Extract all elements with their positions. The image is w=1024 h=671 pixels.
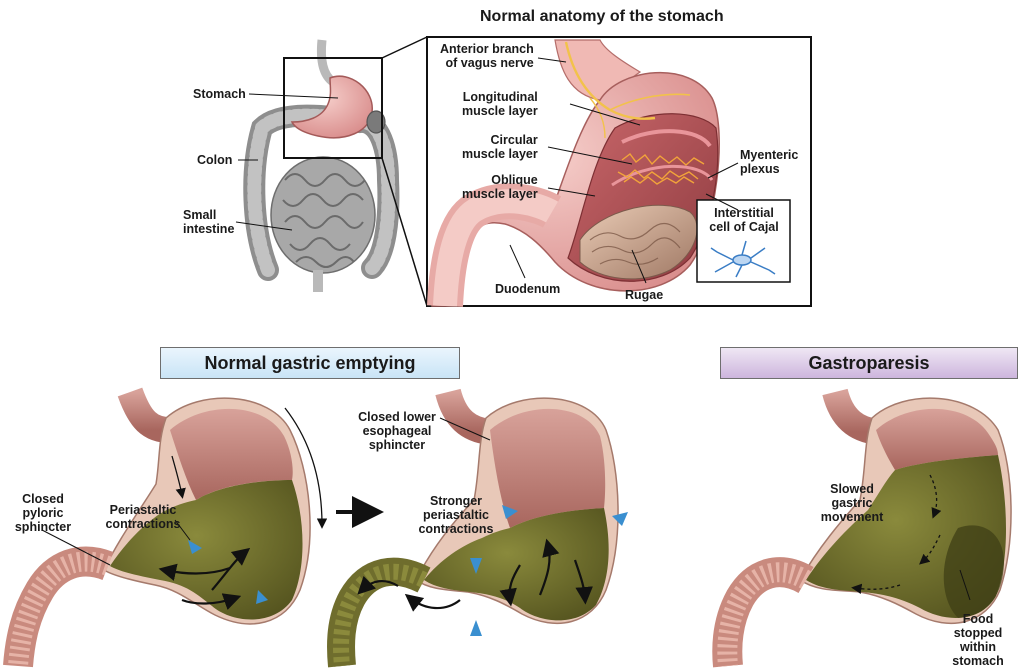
label-circular-muscle: Circular muscle layer <box>462 133 538 161</box>
label-cajal: Interstitial cell of Cajal <box>709 206 779 234</box>
gastroparesis-stomach <box>712 388 1012 668</box>
zoom-connector-top <box>381 36 428 59</box>
label-myenteric-plexus: Myenteric plexus <box>740 148 799 176</box>
detail-leaders <box>509 57 739 284</box>
zoom-connector-bottom <box>381 157 428 307</box>
cajal-inset <box>696 199 791 283</box>
normal-emptying-banner: Normal gastric emptying <box>160 347 460 379</box>
label-peristaltic: Periastaltic contractions <box>105 503 181 531</box>
normal-stomach-left <box>3 387 328 668</box>
bottom-leaders <box>41 417 971 601</box>
overview-gi-tract <box>243 39 400 292</box>
label-closed-pyloric: Closed pyloric sphincter <box>14 492 72 534</box>
label-stomach: Stomach <box>193 87 246 101</box>
label-slowed-movement: Slowed gastric movement <box>820 482 884 524</box>
label-duodenum: Duodenum <box>495 282 561 296</box>
overview-title: Normal anatomy of the stomach <box>480 8 724 25</box>
overview-leaders <box>235 93 339 231</box>
zoom-box <box>283 57 383 159</box>
detail-stomach <box>427 39 720 307</box>
label-longitudinal-muscle: Longitudinal muscle layer <box>462 90 538 118</box>
label-closed-les: Closed lower esophageal sphincter <box>358 410 436 452</box>
label-colon: Colon <box>197 153 233 167</box>
cajal-cell <box>710 240 776 278</box>
label-small-intestine: Small intestine <box>183 208 235 236</box>
label-stronger-peristaltic: Stronger periastaltic contractions <box>418 494 494 536</box>
label-vagus-nerve: Anterior branch of vagus nerve <box>440 42 534 70</box>
label-oblique-muscle: Oblique muscle layer <box>462 173 538 201</box>
blue-compression-arrows <box>188 505 628 636</box>
label-food-stopped: Food stopped within stomach <box>952 612 1004 668</box>
label-rugae: Rugae <box>625 288 664 302</box>
gastroparesis-banner: Gastroparesis <box>720 347 1018 379</box>
